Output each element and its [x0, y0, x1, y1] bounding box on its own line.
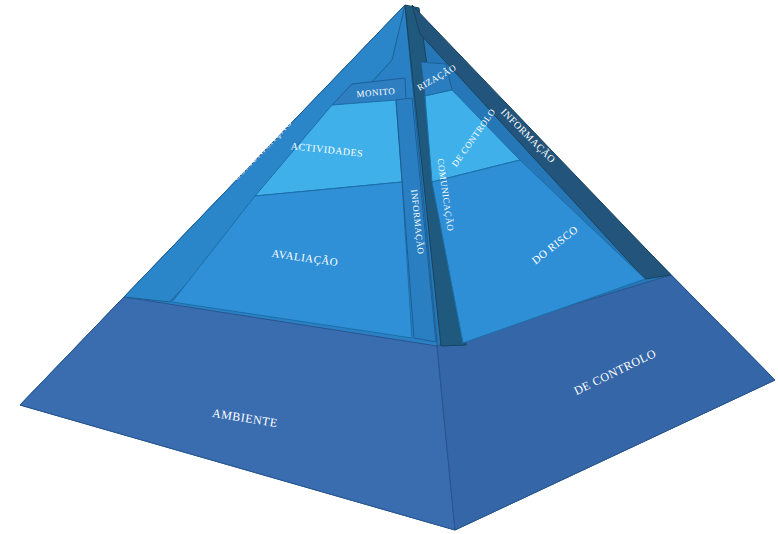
middle-panel-left	[172, 182, 412, 338]
right-face	[405, 5, 775, 530]
upper-panel-left	[255, 100, 402, 196]
middle-panel-right	[432, 160, 645, 343]
left-face	[20, 5, 455, 530]
